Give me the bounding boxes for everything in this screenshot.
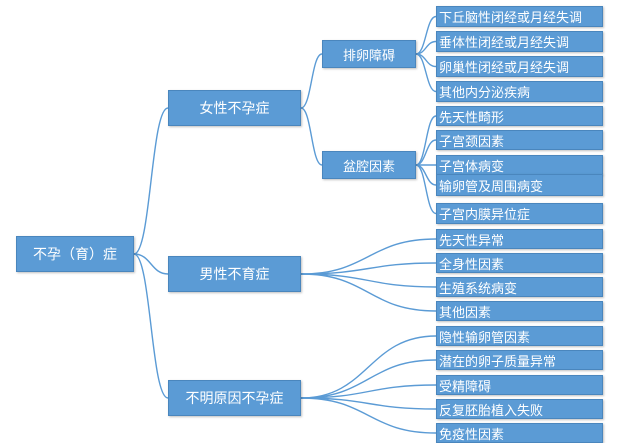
connector-line <box>300 273 437 312</box>
connector-line <box>415 164 437 215</box>
connector-line <box>415 164 437 186</box>
connector-line <box>300 384 437 399</box>
leaf-immune-factors: 免疫性因素 <box>436 423 603 443</box>
connector-line <box>300 53 323 109</box>
leaf-systemic: 全身性因素 <box>436 253 603 273</box>
leaf-other-endocrine: 其他内分泌疾病 <box>436 81 603 102</box>
connector-line <box>300 273 437 288</box>
category-label: 女性不孕症 <box>199 101 270 117</box>
category-label: 不明原因不孕症 <box>185 391 284 407</box>
connector-line <box>415 15 437 55</box>
leaf-endometriosis: 子宫内膜异位症 <box>436 203 603 224</box>
leaf-occult-tubal: 隐性输卵管因素 <box>436 326 603 346</box>
connector-line <box>300 262 437 275</box>
connector-line <box>300 397 437 410</box>
leaf-cervical: 子宫颈因素 <box>436 130 603 150</box>
category-label: 男性不育症 <box>199 267 270 283</box>
leaf-fertilization-disorder: 受精障碍 <box>436 375 603 395</box>
connector-line <box>415 139 437 166</box>
connector-line <box>415 115 437 166</box>
subcategory-label: 排卵障碍 <box>342 48 395 64</box>
leaf-ovarian: 卵巢性闭经或月经失调 <box>436 56 603 77</box>
leaf-fallopian-tube: 输卵管及周围病变 <box>436 174 603 196</box>
connector-line <box>300 335 437 399</box>
root-node: 不孕（育）症 <box>16 236 134 272</box>
connector-line <box>300 397 437 434</box>
root-label: 不孕（育）症 <box>33 247 117 263</box>
leaf-oocyte-quality: 潜在的卵子质量异常 <box>436 350 603 370</box>
leaf-hypothalamic: 下丘脑性闭经或月经失调 <box>436 6 603 27</box>
subcategory-pelvic-factors: 盆腔因素 <box>322 151 416 179</box>
leaf-reproductive-disease: 生殖系统病变 <box>436 277 603 297</box>
leaf-congenital-malformation: 先天性畸形 <box>436 106 603 126</box>
leaf-uterine-body: 子宫体病变 <box>436 155 603 175</box>
leaf-pituitary: 垂体性闭经或月经失调 <box>436 31 603 52</box>
leaf-congenital-anomaly: 先天性异常 <box>436 229 603 249</box>
leaf-other-factors: 其他因素 <box>436 301 603 321</box>
category-unexplained-infertility: 不明原因不孕症 <box>168 380 301 416</box>
connector-line <box>133 253 169 399</box>
subcategory-label: 盆腔因素 <box>342 159 395 175</box>
category-female-infertility: 女性不孕症 <box>168 90 301 126</box>
connector-line <box>133 253 169 275</box>
connector-line <box>300 238 437 275</box>
connector-line <box>300 359 437 399</box>
leaf-implantation-failure: 反复胚胎植入失败 <box>436 399 603 419</box>
subcategory-ovulation-disorder: 排卵障碍 <box>322 40 416 68</box>
connector-line <box>415 53 437 93</box>
connector-line <box>300 107 323 166</box>
category-male-infertility: 男性不育症 <box>168 256 301 292</box>
connector-line <box>133 107 169 255</box>
